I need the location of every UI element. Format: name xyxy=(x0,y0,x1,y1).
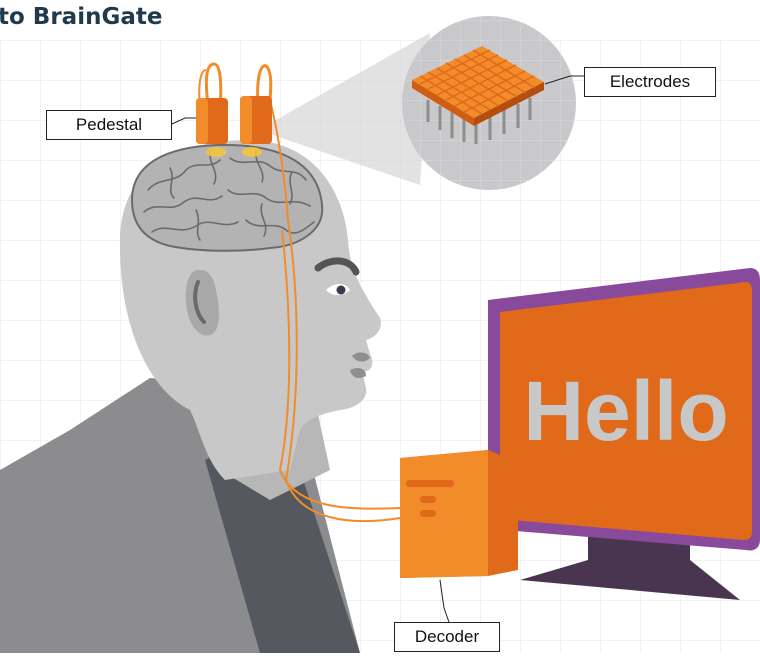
electrodes-leader xyxy=(544,75,585,85)
decoder-wires xyxy=(278,219,401,523)
monitor xyxy=(488,268,760,600)
decoder-box xyxy=(400,450,518,578)
electrodes-label: Electrodes xyxy=(584,67,716,97)
pedestal-label: Pedestal xyxy=(46,110,172,140)
page-title: to BrainGate xyxy=(0,4,163,30)
pedestal xyxy=(196,62,289,221)
pedestal-leader xyxy=(171,117,196,125)
decoder-leader xyxy=(439,579,451,626)
magnifier-cone xyxy=(258,33,430,185)
brain xyxy=(130,143,324,252)
screen-text: Hello xyxy=(523,364,728,458)
electrode-array xyxy=(412,46,544,144)
decoder-label: Decoder xyxy=(394,622,500,652)
